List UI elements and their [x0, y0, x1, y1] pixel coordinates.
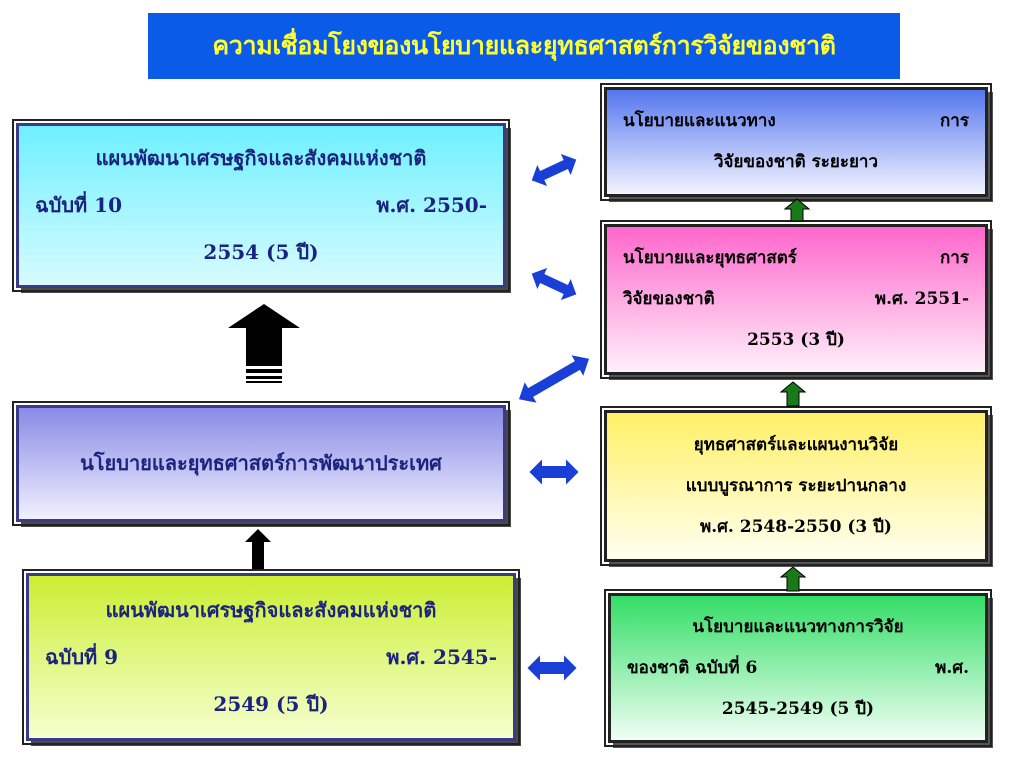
box-line-right: การ	[940, 248, 969, 268]
box-line: นโยบายและแนวทางการวิจัย	[692, 616, 904, 637]
box-line: นโยบายและยุทธศาสตร์ การ	[623, 238, 969, 279]
box-line: 2553 (3 ปี)	[747, 330, 845, 350]
box-line: วิจัยของชาติ ระยะยาว	[713, 152, 879, 172]
page-title: ความเชื่อมโยงของนโยบายและยุทธศาสตร์การวิ…	[148, 13, 900, 79]
box-line-left: นโยบายและยุทธศาสตร์	[623, 248, 797, 268]
box-line-right: การ	[940, 111, 969, 131]
box-line-right: พ.ศ. 2550-	[376, 193, 487, 217]
box-line-left: ของชาติ ฉบับที่ 6	[627, 657, 758, 678]
box-line-left: วิจัยของชาติ	[623, 289, 715, 309]
box-line: พ.ศ. 2548-2550 (3 ปี)	[700, 516, 892, 537]
long-term-research-policy-box: นโยบายและแนวทาง การ วิจัยของชาติ ระยะยาว	[600, 83, 992, 201]
box-line: ฉบับที่ 10 พ.ศ. 2550-	[35, 182, 487, 229]
up-arrow-icon	[780, 381, 806, 407]
box-line: ยุทธศาสตร์และแผนงานวิจัย	[693, 434, 899, 455]
up-arrow-icon	[784, 198, 810, 222]
double-arrow-icon	[516, 352, 592, 406]
box-line: นโยบายและยุทธศาสตร์การพัฒนาประเทศ	[80, 451, 442, 475]
nesdb-plan-9-box: แผนพัฒนาเศรษฐกิจและสังคมแห่งชาติ ฉบับที่…	[22, 569, 520, 745]
box-line: 2554 (5 ปี)	[203, 240, 319, 264]
integrated-research-plan-box: ยุทธศาสตร์และแผนงานวิจัย แบบบูรณาการ ระย…	[600, 406, 992, 566]
box-line: วิจัยของชาติ พ.ศ. 2551-	[623, 279, 969, 320]
box-line: แผนพัฒนาเศรษฐกิจและสังคมแห่งชาติ	[95, 146, 427, 170]
box-line-left: นโยบายและแนวทาง	[623, 111, 776, 131]
box-line: แบบบูรณาการ ระยะปานกลาง	[685, 475, 907, 496]
nesdb-plan-10-box: แผนพัฒนาเศรษฐกิจและสังคมแห่งชาติ ฉบับที่…	[12, 119, 510, 292]
double-arrow-icon	[529, 264, 579, 304]
box-line: 2549 (5 ปี)	[213, 691, 329, 716]
double-arrow-icon	[526, 454, 582, 490]
national-development-policy-box: นโยบายและยุทธศาสตร์การพัฒนาประเทศ	[12, 401, 510, 526]
box-line-right: พ.ศ. 2551-	[874, 289, 969, 309]
box-line: นโยบายและแนวทาง การ	[623, 101, 969, 142]
research-policy-6-box: นโยบายและแนวทางการวิจัย ของชาติ ฉบับที่ …	[604, 589, 992, 747]
up-arrow-icon	[228, 304, 300, 383]
box-line: ฉบับที่ 9 พ.ศ. 2545-	[45, 634, 497, 681]
double-arrow-icon	[529, 150, 579, 190]
up-arrow-icon	[245, 529, 271, 569]
up-arrow-icon	[780, 566, 806, 592]
box-line: 2545-2549 (5 ปี)	[721, 698, 875, 719]
box-line-right: พ.ศ.	[935, 657, 969, 678]
double-arrow-icon	[524, 650, 580, 686]
box-line: แผนพัฒนาเศรษฐกิจและสังคมแห่งชาติ	[105, 597, 437, 622]
box-line-left: ฉบับที่ 9	[45, 644, 119, 669]
box-line-left: ฉบับที่ 10	[35, 193, 122, 217]
box-line-right: พ.ศ. 2545-	[386, 644, 497, 669]
research-strategy-2551-2553-box: นโยบายและยุทธศาสตร์ การ วิจัยของชาติ พ.ศ…	[600, 220, 992, 379]
box-line: ของชาติ ฉบับที่ 6 พ.ศ.	[627, 648, 969, 689]
